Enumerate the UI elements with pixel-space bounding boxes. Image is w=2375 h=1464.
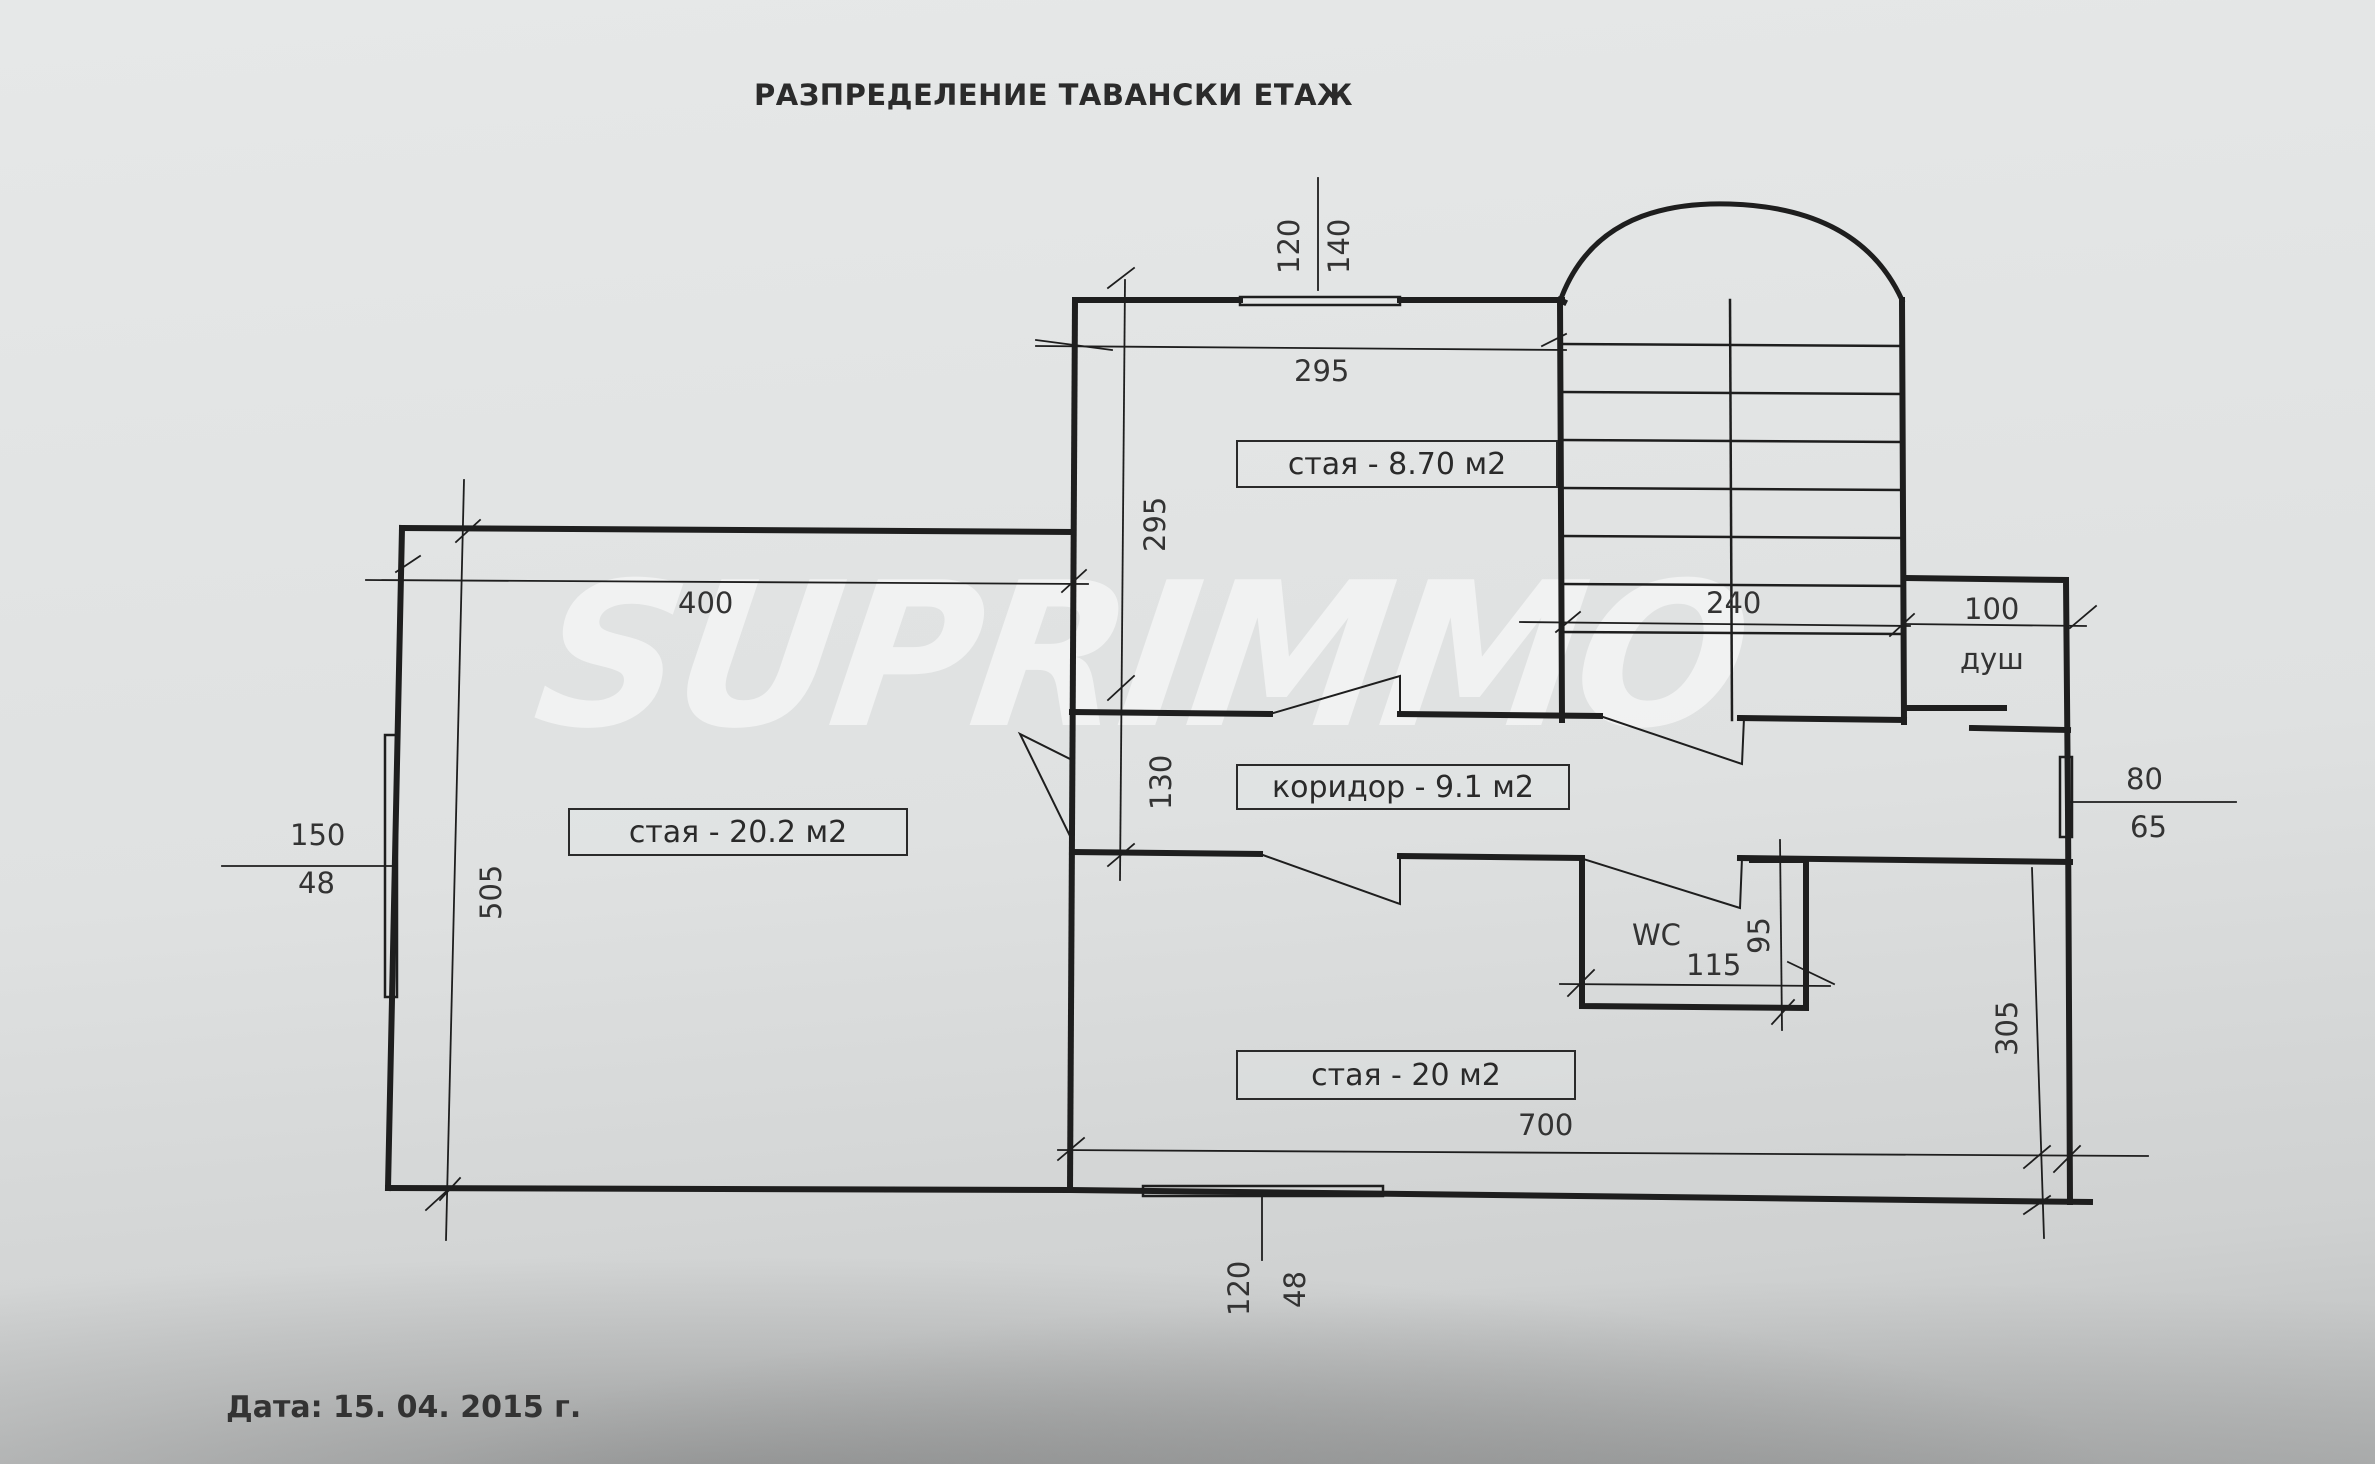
dim-bottom-window-a: 120	[1222, 1260, 1256, 1316]
dim-corridor-height: 130	[1144, 754, 1178, 810]
dim-left-room-height: 505	[474, 864, 508, 920]
dim-bottom-width: 700	[1518, 1108, 1574, 1142]
dimension-lines	[221, 177, 2237, 1261]
dim-left-room-width: 400	[678, 586, 734, 620]
walls	[384, 295, 2094, 1206]
plan-title: РАЗПРЕДЕЛЕНИЕ ТАВАНСКИ ЕТАЖ	[754, 78, 1354, 112]
room-top-label: стая - 8.70 м2	[1236, 440, 1558, 488]
room-left-label: стая - 20.2 м2	[568, 808, 908, 856]
dim-top-window-a: 120	[1272, 218, 1306, 274]
plan-date: Дата: 15. 04. 2015 г.	[226, 1390, 582, 1425]
dim-right-window-b: 65	[2130, 810, 2167, 844]
dim-left-window-a: 150	[290, 818, 346, 852]
room-bottom-label: стая - 20 м2	[1236, 1050, 1576, 1100]
dim-wc-height: 95	[1742, 917, 1776, 954]
dim-left-window-b: 48	[298, 866, 335, 900]
dim-stairs-width: 240	[1706, 586, 1762, 620]
dim-right-window-a: 80	[2126, 762, 2163, 796]
stairs	[1560, 298, 1904, 722]
windows	[383, 295, 2074, 1198]
dim-top-room-width: 295	[1294, 354, 1350, 388]
dim-bottom-room-height: 305	[1990, 1000, 2024, 1056]
dim-bottom-window-b: 48	[1278, 1271, 1312, 1308]
shower-label: душ	[1960, 642, 2024, 676]
wc-label: WC	[1632, 918, 1681, 952]
corridor-label: коридор - 9.1 м2	[1236, 764, 1570, 810]
dim-shower-width: 100	[1964, 592, 2020, 626]
dim-top-window-b: 140	[1322, 218, 1356, 274]
doors	[1017, 674, 1746, 910]
dim-wc-width: 115	[1686, 948, 1742, 982]
dim-top-room-height: 295	[1138, 496, 1172, 552]
